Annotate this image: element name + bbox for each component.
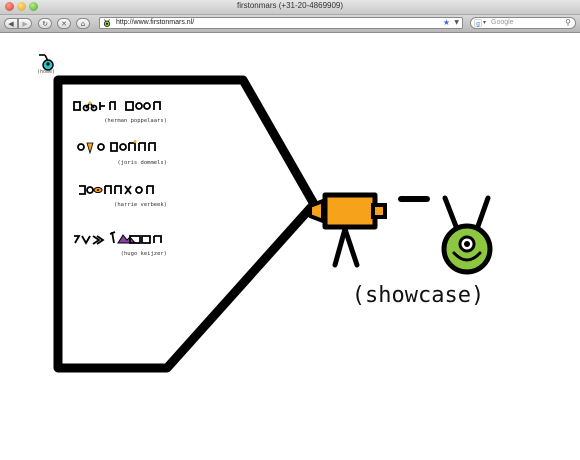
site-favicon-icon: [103, 19, 111, 27]
address-bar[interactable]: http://www.firstonmars.nl/ ★ ▼: [99, 17, 463, 29]
camera-icon[interactable]: [305, 183, 415, 283]
member-name: (herman poppelaars): [104, 118, 167, 124]
back-button[interactable]: ◀: [4, 18, 18, 29]
zoom-window-button[interactable]: [29, 2, 38, 11]
home-label: (home): [36, 69, 56, 75]
close-window-button[interactable]: [5, 2, 14, 11]
small-alien-icon: [39, 54, 54, 71]
window-title: firstonmars (+31-20-4869909): [236, 1, 344, 10]
member-link-hugo[interactable]: (hugo keijzer): [72, 230, 167, 257]
alien-script-name-icon: [73, 101, 161, 112]
browser-toolbar: ◀ ▶ ↻ ✕ ⌂ http://www.firstonmars.nl/ ★ ▼…: [0, 15, 580, 33]
search-input[interactable]: Google: [491, 19, 514, 26]
minimize-window-button[interactable]: [17, 2, 26, 11]
url-text: http://www.firstonmars.nl/: [116, 19, 195, 26]
back-arrow-icon: ◀: [8, 20, 14, 28]
svg-text:g: g: [476, 20, 480, 27]
window-titlebar: firstonmars (+31-20-4869909): [0, 0, 580, 15]
member-link-herman[interactable]: (herman poppelaars): [72, 97, 167, 124]
reload-icon: ↻: [42, 20, 48, 28]
search-bar[interactable]: g ▾ Google ⚲: [470, 17, 576, 29]
page-content: (home) (herman poppelaars): [0, 33, 580, 460]
search-engine-dropdown-icon[interactable]: ▾: [483, 19, 487, 26]
dash-divider: [398, 196, 430, 202]
stop-button[interactable]: ✕: [57, 18, 71, 29]
alien-script-name-icon: [74, 231, 162, 245]
alien-script-name-icon: [79, 185, 154, 195]
magnifier-icon[interactable]: ⚲: [565, 18, 571, 27]
house-icon: ⌂: [80, 20, 86, 28]
alien-mascot-icon[interactable]: [433, 193, 503, 283]
member-name: (hugo keijzer): [120, 251, 167, 257]
funnel-outline: [53, 75, 319, 373]
reload-button[interactable]: ↻: [38, 18, 52, 29]
history-dropdown-icon[interactable]: ▼: [454, 19, 459, 26]
bookmark-star-icon[interactable]: ★: [442, 18, 450, 27]
forward-button[interactable]: ▶: [18, 18, 32, 29]
alien-script-name-icon: [77, 140, 156, 155]
member-link-joris[interactable]: (joris dommels): [77, 139, 167, 166]
member-name: (joris dommels): [117, 160, 167, 166]
member-link-harrie[interactable]: (harrie verbeek): [77, 181, 167, 208]
home-button[interactable]: ⌂: [76, 18, 90, 29]
member-name: (harrie verbeek): [114, 202, 167, 208]
home-link[interactable]: (home): [33, 52, 59, 78]
showcase-link[interactable]: (showcase): [351, 283, 485, 308]
google-icon: g: [474, 19, 482, 27]
forward-arrow-icon: ▶: [22, 20, 28, 28]
stop-icon: ✕: [61, 20, 67, 28]
